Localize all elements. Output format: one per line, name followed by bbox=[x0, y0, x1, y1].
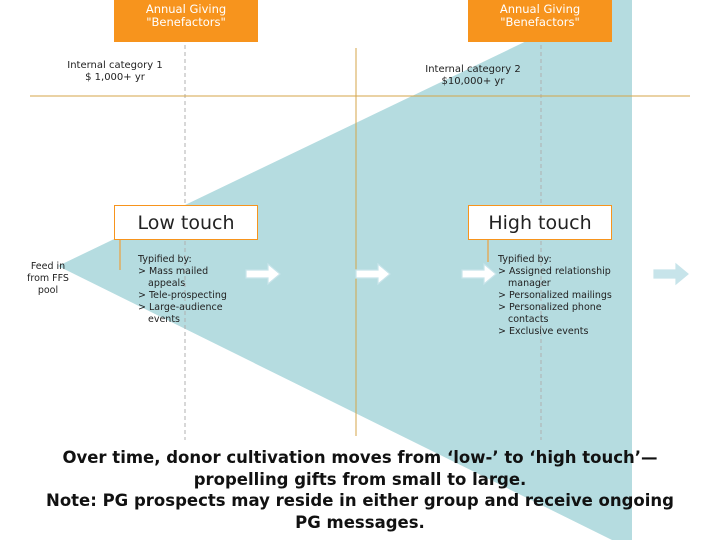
right-header-line1: Annual Giving bbox=[499, 2, 581, 16]
category1-label: Internal category 1 $ 1,000+ yr bbox=[50, 60, 180, 84]
right-header-box: Annual Giving "Benefactors" bbox=[468, 0, 612, 42]
category1-line1: Internal category 1 bbox=[67, 60, 163, 71]
category2-label: Internal category 2 $10,000+ yr bbox=[408, 64, 538, 88]
feed-line1: Feed in bbox=[30, 261, 66, 272]
flow-arrow-icon bbox=[461, 262, 497, 286]
category2-line2: $10,000+ yr bbox=[441, 76, 505, 87]
list-item: Large-audience events bbox=[138, 302, 248, 326]
list-item: Personalized phone contacts bbox=[498, 302, 628, 326]
list-item: Personalized mailings bbox=[498, 290, 628, 302]
flow-arrow-icon bbox=[653, 262, 689, 286]
footer-line2: propelling gifts from small to large. bbox=[193, 469, 527, 489]
left-header-line1: Annual Giving bbox=[145, 2, 227, 16]
feed-line3: pool bbox=[37, 285, 59, 296]
left-header-box: Annual Giving "Benefactors" bbox=[114, 0, 258, 42]
low-touch-list: Typified by: Mass mailed appeals Tele-pr… bbox=[138, 254, 248, 326]
low-touch-heading: Typified by: bbox=[138, 254, 192, 265]
category1-line2: $ 1,000+ yr bbox=[85, 72, 145, 83]
flow-arrow-icon bbox=[355, 262, 391, 286]
footer-line4: PG messages. bbox=[295, 512, 425, 532]
footer-text: Over time, donor cultivation moves from … bbox=[40, 447, 680, 533]
feed-line2: from FFS bbox=[27, 273, 69, 284]
left-header-line2: "Benefactors" bbox=[146, 15, 226, 29]
high-touch-list: Typified by: Assigned relationship manag… bbox=[498, 254, 628, 338]
list-item: Assigned relationship manager bbox=[498, 266, 628, 290]
footer-line1: Over time, donor cultivation moves from … bbox=[62, 448, 658, 467]
footer-line3: Note: PG prospects may reside in either … bbox=[46, 491, 674, 510]
category2-line1: Internal category 2 bbox=[425, 64, 521, 75]
high-touch-heading: Typified by: bbox=[498, 254, 552, 265]
cultivation-wedge bbox=[58, 0, 632, 540]
high-touch-box: High touch bbox=[468, 205, 612, 240]
list-item: Mass mailed appeals bbox=[138, 266, 248, 290]
low-touch-box: Low touch bbox=[114, 205, 258, 240]
flow-arrow-icon bbox=[245, 262, 281, 286]
right-header-line2: "Benefactors" bbox=[500, 15, 580, 29]
list-item: Exclusive events bbox=[498, 326, 628, 338]
list-item: Tele-prospecting bbox=[138, 290, 248, 302]
feed-label: Feed in from FFS pool bbox=[18, 261, 78, 297]
